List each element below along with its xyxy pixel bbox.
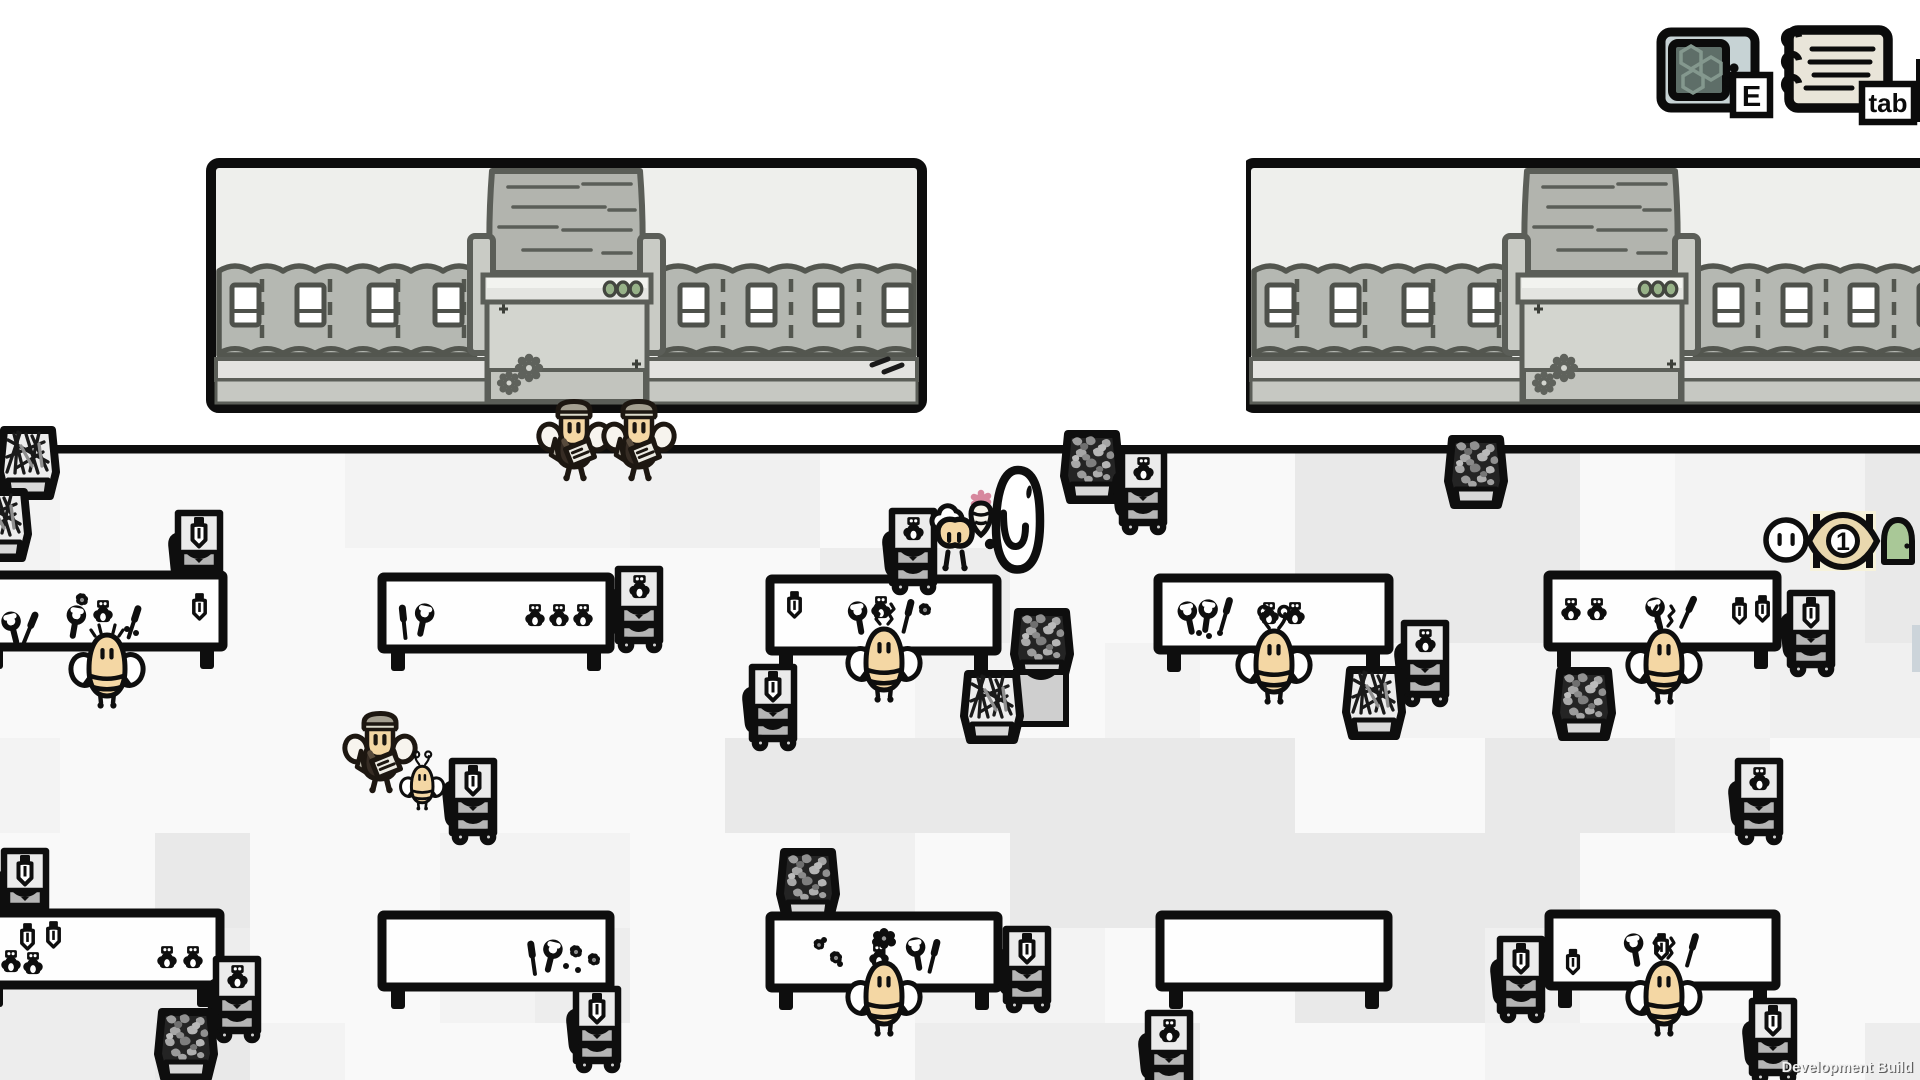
- svg-text:E: E: [1742, 81, 1761, 113]
- svg-text:tab: tab: [1869, 88, 1908, 118]
- svg-text:Development Build: Development Build: [1783, 1061, 1914, 1077]
- svg-text:1: 1: [1836, 528, 1850, 556]
- svg-text:Development Build: Development Build: [1782, 1060, 1913, 1076]
